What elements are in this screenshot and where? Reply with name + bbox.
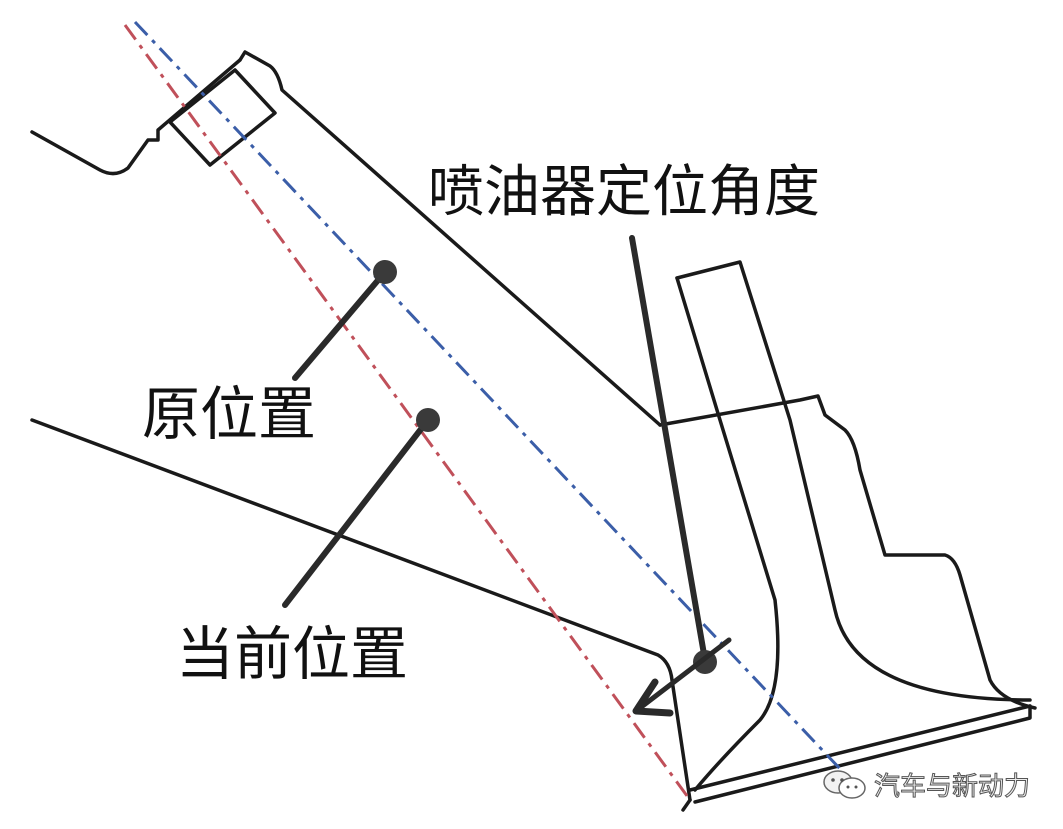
watermark: 汽车与新动力 (822, 766, 1031, 803)
wechat-icon (823, 769, 866, 799)
current-position-axis (123, 24, 692, 801)
injector-angle-pointer (629, 235, 732, 717)
intake-port-outline (30, 50, 1037, 812)
original-position-marker (292, 260, 397, 381)
original-position-axis (133, 20, 862, 792)
watermark-text: 汽车与新动力 (873, 772, 1031, 803)
current-position-marker (282, 408, 440, 608)
current-position-label: 当前位置 (176, 620, 409, 688)
original-position-label: 原位置 (142, 380, 317, 448)
injector-angle-label: 喷油器定位角度 (428, 160, 820, 225)
